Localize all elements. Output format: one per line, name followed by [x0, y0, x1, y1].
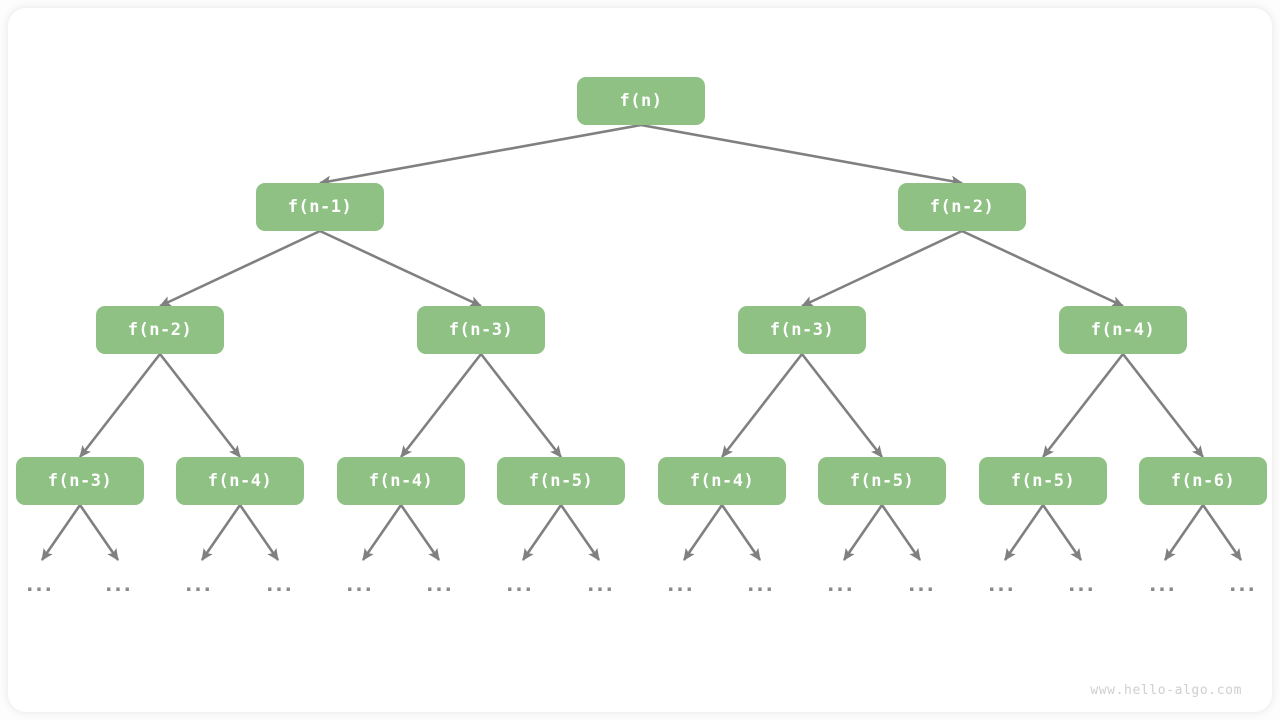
ellipsis-leaf: ... [266, 574, 294, 596]
tree-node: f(n) [577, 77, 705, 125]
ellipsis-leaf: ... [747, 574, 775, 596]
tree-node: f(n-4) [176, 457, 304, 505]
ellipsis-leaf: ... [26, 574, 54, 596]
tree-node: f(n-3) [738, 306, 866, 354]
tree-node: f(n-3) [417, 306, 545, 354]
ellipsis-leaf: ... [908, 574, 936, 596]
ellipsis-leaf: ... [185, 574, 213, 596]
tree-node: f(n-1) [256, 183, 384, 231]
ellipsis-leaf: ... [426, 574, 454, 596]
tree-node: f(n-5) [979, 457, 1107, 505]
ellipsis-leaf: ... [346, 574, 374, 596]
tree-node: f(n-4) [1059, 306, 1187, 354]
ellipsis-leaf: ... [827, 574, 855, 596]
tree-node: f(n-2) [898, 183, 1026, 231]
tree-node: f(n-2) [96, 306, 224, 354]
ellipsis-leaf: ... [1229, 574, 1257, 596]
ellipsis-leaf: ... [667, 574, 695, 596]
tree-node: f(n-5) [497, 457, 625, 505]
ellipsis-leaf: ... [506, 574, 534, 596]
watermark: www.hello-algo.com [1090, 683, 1242, 698]
ellipsis-leaf: ... [587, 574, 615, 596]
tree-node: f(n-3) [16, 457, 144, 505]
ellipsis-leaf: ... [1149, 574, 1177, 596]
ellipsis-leaf: ... [105, 574, 133, 596]
tree-node: f(n-4) [658, 457, 786, 505]
ellipsis-leaf: ... [1068, 574, 1096, 596]
ellipsis-leaf: ... [988, 574, 1016, 596]
tree-node: f(n-5) [818, 457, 946, 505]
tree-node: f(n-4) [337, 457, 465, 505]
tree-node: f(n-6) [1139, 457, 1267, 505]
